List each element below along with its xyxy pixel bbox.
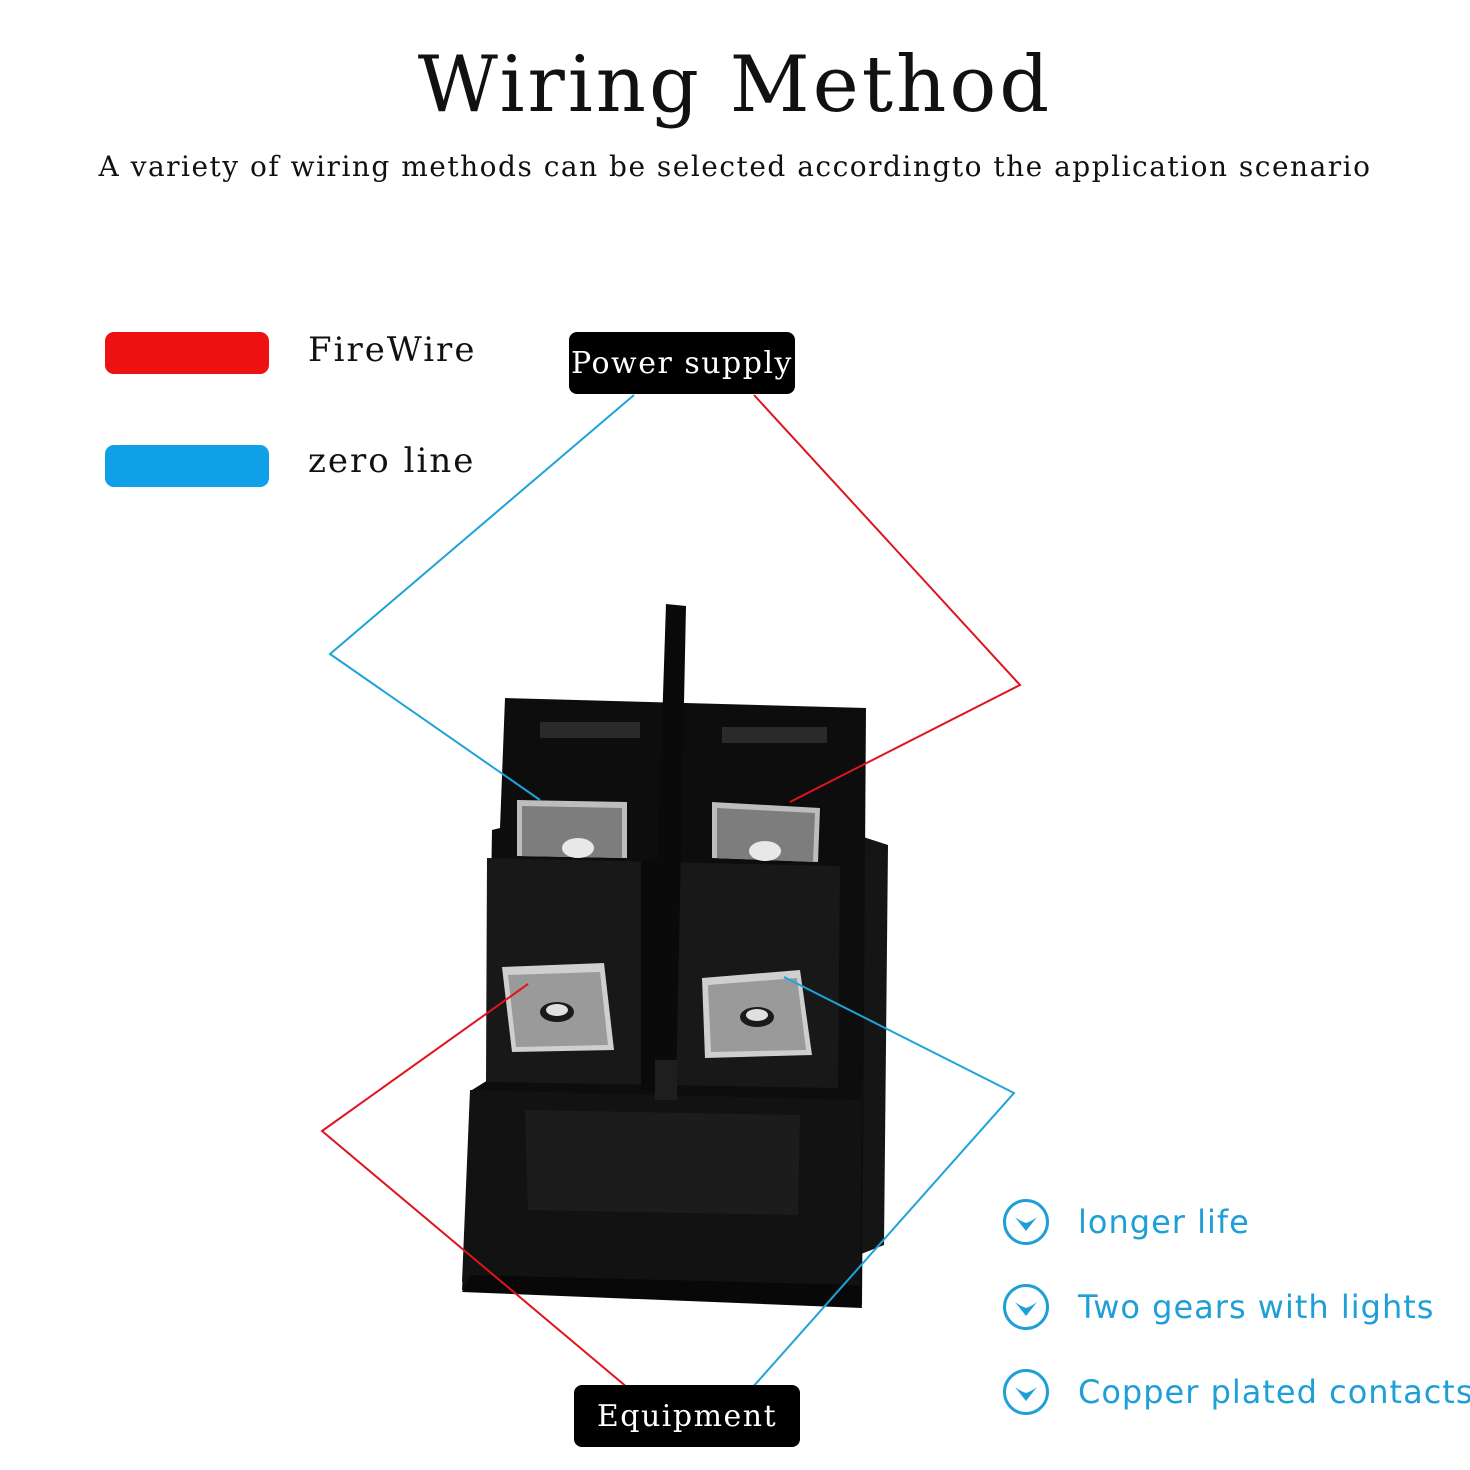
- page-subtitle: A variety of wiring methods can be selec…: [98, 150, 1372, 183]
- terminal-top-right: [712, 802, 820, 862]
- legend-swatch-zero-line: [105, 445, 269, 487]
- terminal-bottom-right: [702, 970, 812, 1058]
- check-circle-icon: [1003, 1284, 1049, 1330]
- zero-line-bottom-wire: [751, 976, 1016, 1389]
- firewire-bottom-wire: [320, 983, 629, 1389]
- feature-label: Two gears with lights: [1078, 1288, 1435, 1326]
- power-supply-label: Power supply: [569, 332, 795, 394]
- legend-label-firewire: FireWire: [308, 330, 477, 370]
- zero-line-top-wire: [328, 394, 635, 801]
- check-circle-icon: [1003, 1199, 1049, 1245]
- feature-item: Two gears with lights: [1002, 1283, 1434, 1331]
- feature-label: longer life: [1078, 1203, 1250, 1241]
- terminal-bottom-left: [502, 963, 614, 1052]
- page-title: Wiring Method: [417, 40, 1053, 130]
- rocker-switch: [462, 604, 888, 1308]
- equipment-label: Equipment: [574, 1385, 800, 1447]
- firewire-top-wire: [753, 394, 1022, 803]
- feature-label: Copper plated contacts: [1078, 1373, 1470, 1411]
- feature-item: longer life: [1002, 1198, 1250, 1246]
- terminal-top-left: [517, 800, 627, 858]
- legend-swatch-firewire: [105, 332, 269, 374]
- feature-item: Copper plated contacts: [1002, 1368, 1470, 1416]
- legend-label-zero-line: zero line: [308, 441, 476, 481]
- check-circle-icon: [1003, 1369, 1049, 1415]
